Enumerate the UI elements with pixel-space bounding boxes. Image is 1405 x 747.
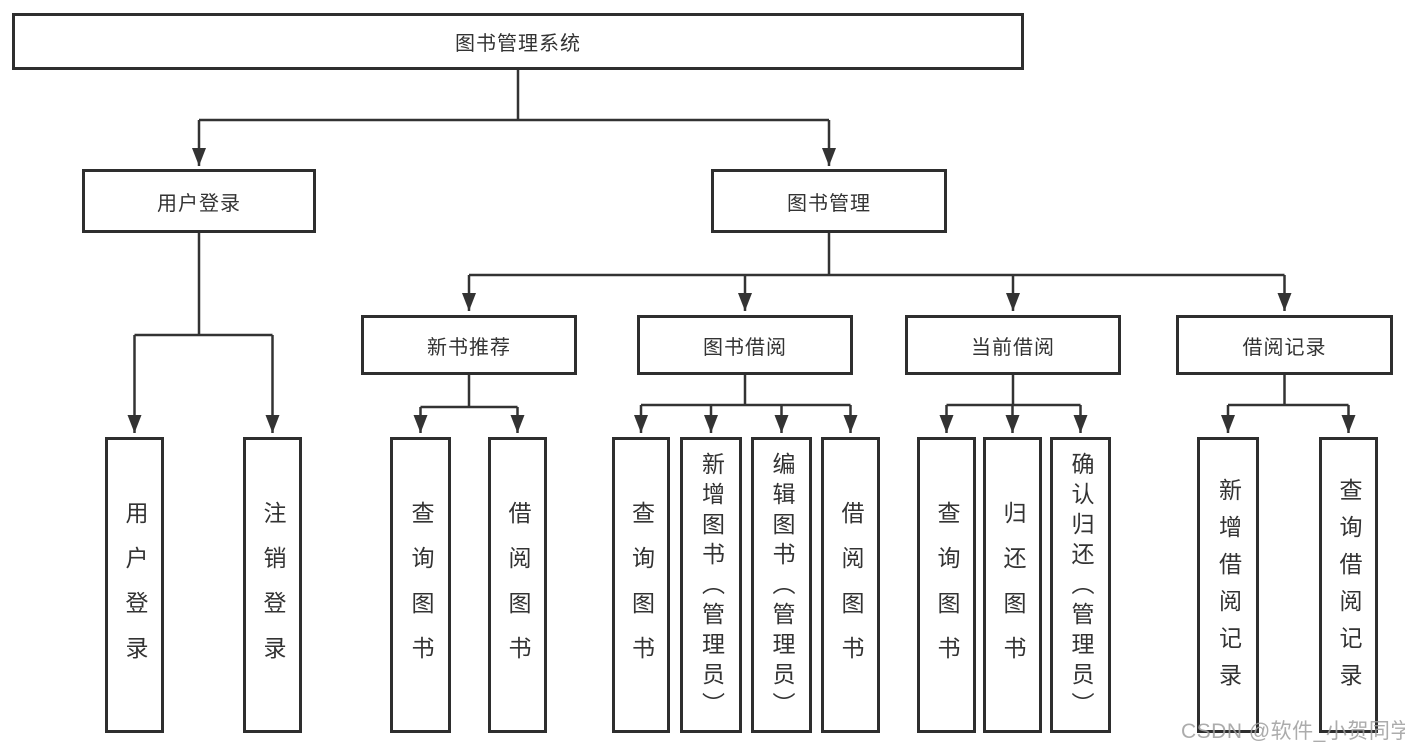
node-leaf-borrowing-add-book: 新增图书（管理员） — [680, 437, 742, 733]
node-new-book-recommend: 新书推荐 — [361, 315, 577, 375]
node-leaf-records-query-record: 查询借阅记录 — [1319, 437, 1378, 733]
node-root: 图书管理系统 — [12, 13, 1024, 70]
node-leaf-current-confirm-return: 确认归还（管理员） — [1050, 437, 1111, 733]
node-leaf-recommend-query-book: 查询图书 — [390, 437, 451, 733]
node-leaf-borrowing-query-book: 查询图书 — [612, 437, 670, 733]
node-leaf-current-query-book: 查询图书 — [917, 437, 976, 733]
csdn-watermark: CSDN @软件_小贺同学 — [1181, 720, 1405, 743]
node-user-login: 用户登录 — [82, 169, 316, 233]
node-leaf-current-return-book: 归还图书 — [983, 437, 1042, 733]
node-current-borrowing: 当前借阅 — [905, 315, 1121, 375]
node-leaf-borrowing-borrow-book: 借阅图书 — [821, 437, 880, 733]
node-leaf-borrowing-edit-book: 编辑图书（管理员） — [751, 437, 812, 733]
node-leaf-records-add-record: 新增借阅记录 — [1197, 437, 1259, 733]
node-book-management: 图书管理 — [711, 169, 947, 233]
node-book-borrowing: 图书借阅 — [637, 315, 853, 375]
node-leaf-logout: 注销登录 — [243, 437, 302, 733]
node-borrowing-records: 借阅记录 — [1176, 315, 1393, 375]
node-leaf-user-login: 用户登录 — [105, 437, 164, 733]
node-leaf-recommend-borrow-book: 借阅图书 — [488, 437, 547, 733]
